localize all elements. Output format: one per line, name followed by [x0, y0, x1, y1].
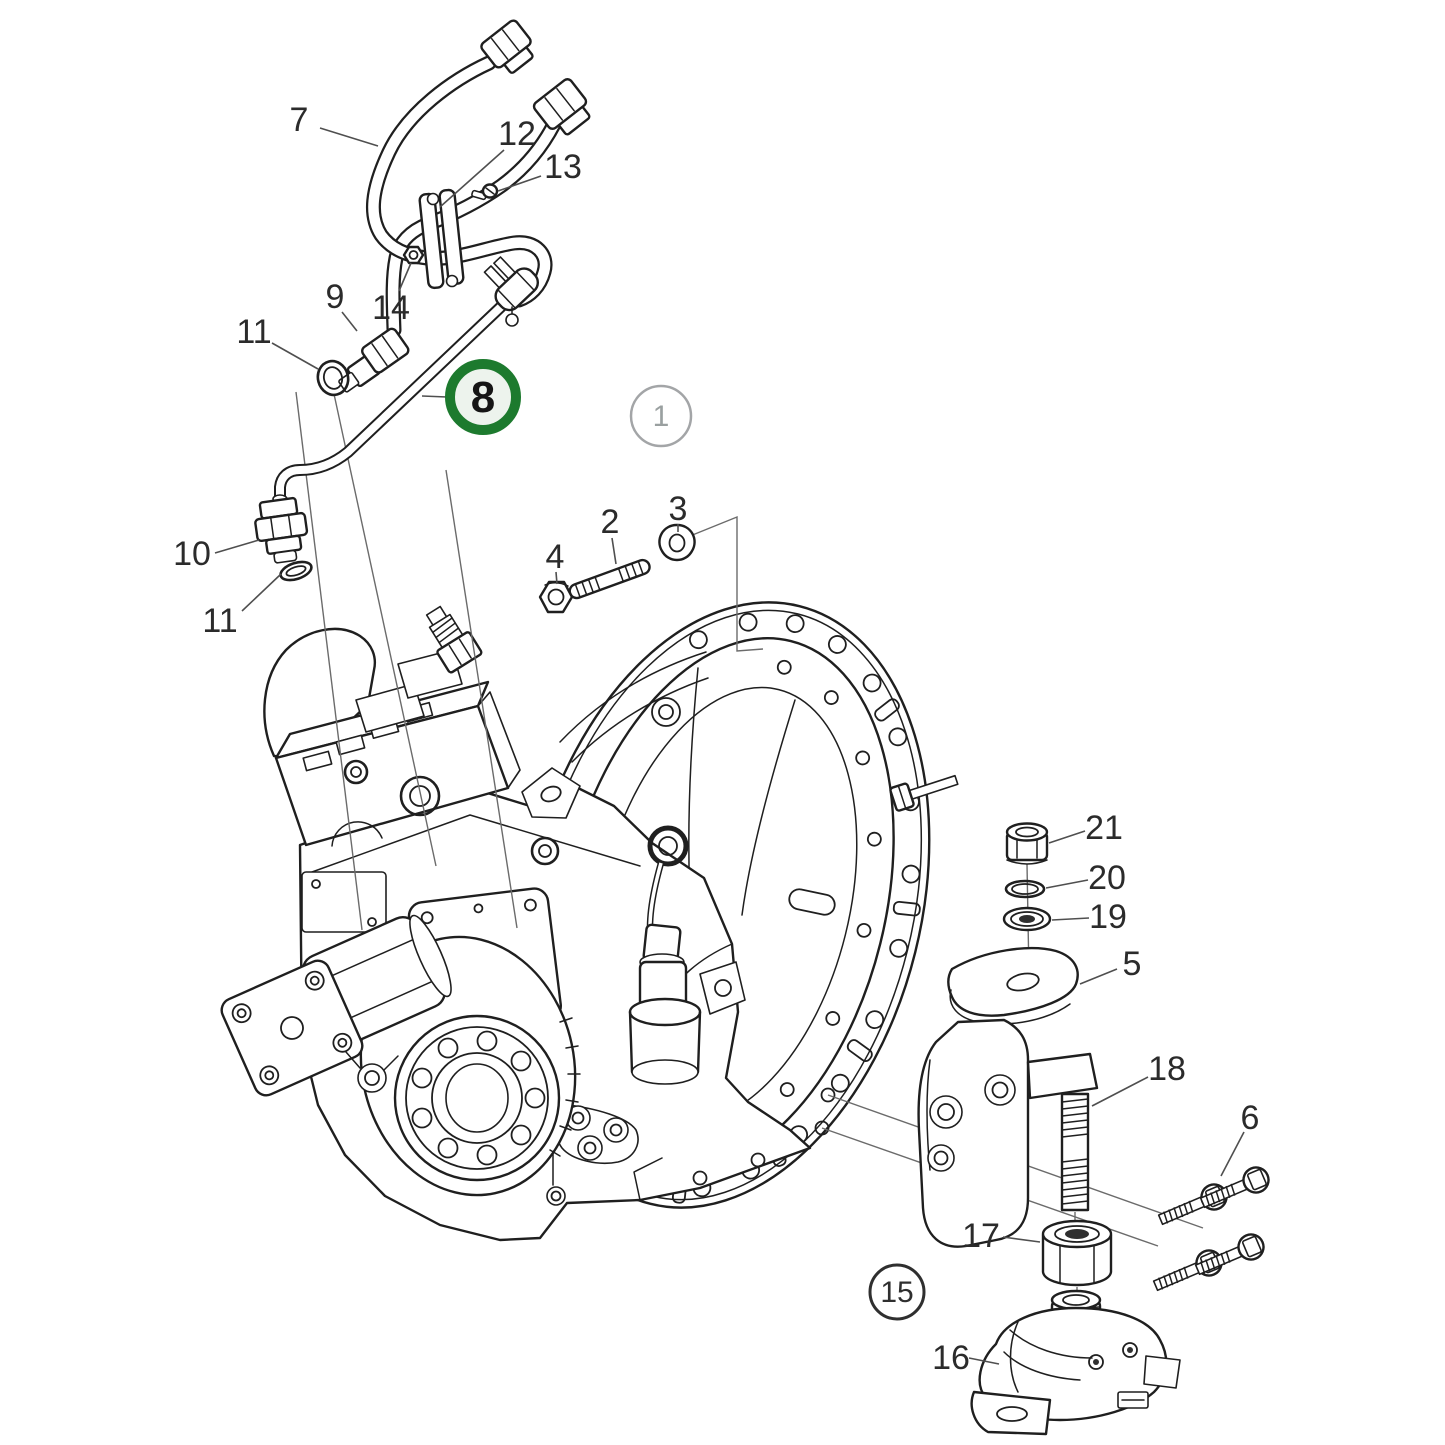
callout-circle-1[interactable]: 1	[629, 384, 693, 448]
callout-label-2-8[interactable]: 2	[601, 503, 620, 541]
leader-11-7	[241, 573, 282, 612]
callout-label-17-17[interactable]: 17	[962, 1217, 1000, 1255]
pump	[220, 914, 452, 1097]
leader-20-12	[1045, 879, 1089, 889]
leader-2-8	[611, 537, 617, 565]
leader-16-18	[968, 1357, 1000, 1365]
engine-mount-16	[970, 1289, 1181, 1436]
callout-label-14-3[interactable]: 14	[372, 289, 410, 327]
callout-label-16-18[interactable]: 16	[932, 1339, 970, 1377]
leader-9-4	[341, 311, 358, 332]
callout-label-11-7[interactable]: 11	[202, 602, 237, 640]
callout-label-11-5[interactable]: 11	[236, 313, 271, 351]
clamp-12	[418, 188, 465, 290]
leader-17-17	[1002, 1236, 1041, 1243]
nut-4	[538, 580, 574, 614]
kidney-slot	[788, 888, 836, 916]
washer-3	[658, 523, 696, 562]
callout-label-4-10[interactable]: 4	[546, 538, 565, 576]
leader-21-11	[1048, 830, 1086, 844]
leader-7-0	[319, 127, 379, 147]
callout-label-12-1[interactable]: 12	[498, 115, 536, 153]
o-ring-20	[1004, 879, 1046, 899]
leader-13-2	[497, 175, 542, 192]
stud-2	[568, 558, 651, 600]
leader-14-3	[398, 262, 412, 292]
leader-19-13	[1051, 917, 1090, 921]
callout-label-18-15[interactable]: 18	[1148, 1050, 1186, 1088]
locknut-21	[1005, 822, 1049, 865]
side-bolt	[889, 774, 959, 812]
fitting-10	[254, 496, 309, 564]
leader-12-1	[439, 149, 505, 208]
hose-sleeve	[494, 267, 540, 312]
callout-label-7-0[interactable]: 7	[290, 101, 309, 139]
hose-fitting-a	[480, 19, 534, 74]
screw-13	[471, 183, 499, 201]
leader-6-16	[1220, 1131, 1245, 1177]
leader-circle-8	[421, 395, 448, 398]
callout-circle-15[interactable]: 15	[868, 1263, 926, 1321]
nut-17	[1041, 1219, 1113, 1287]
callout-label-6-16[interactable]: 6	[1241, 1099, 1260, 1137]
leader-18-15	[1091, 1076, 1149, 1107]
leader-4-10	[555, 571, 558, 585]
face-bolt-holes	[724, 659, 882, 1141]
leader-10-6	[214, 539, 260, 554]
flange-bolts-6	[1149, 1162, 1274, 1299]
o-ring-11b	[279, 560, 313, 582]
stud-18	[1060, 1092, 1090, 1212]
callout-label-9-4[interactable]: 9	[326, 278, 345, 316]
callout-label-3-9[interactable]: 3	[669, 490, 688, 528]
leader-5-14	[1079, 968, 1118, 985]
hose-assembly	[254, 19, 591, 582]
callout-circle-label-8: 8	[471, 373, 495, 422]
dipstick	[628, 825, 702, 1085]
callout-label-21-11[interactable]: 21	[1085, 809, 1123, 847]
nut-14	[402, 245, 425, 265]
block-fitting	[425, 605, 483, 674]
callout-label-5-14[interactable]: 5	[1123, 945, 1142, 983]
o-ring-11a	[316, 359, 350, 397]
leader-11-5	[271, 342, 319, 370]
hose-fitting-b	[532, 78, 591, 136]
bracket-5	[917, 946, 1099, 1248]
callout-circle-label-1: 1	[653, 400, 670, 433]
callout-label-19-13[interactable]: 19	[1089, 898, 1127, 936]
callout-circle-8[interactable]: 8	[445, 359, 521, 435]
callout-label-13-2[interactable]: 13	[544, 148, 582, 186]
fitting-9	[338, 327, 410, 393]
callout-label-20-12[interactable]: 20	[1088, 859, 1126, 897]
machine-line-art	[220, 19, 1274, 1436]
valve-block	[263, 605, 521, 847]
callout-circle-label-15: 15	[880, 1276, 913, 1309]
washer-19	[1002, 906, 1052, 932]
callout-label-10-6[interactable]: 10	[173, 535, 211, 573]
